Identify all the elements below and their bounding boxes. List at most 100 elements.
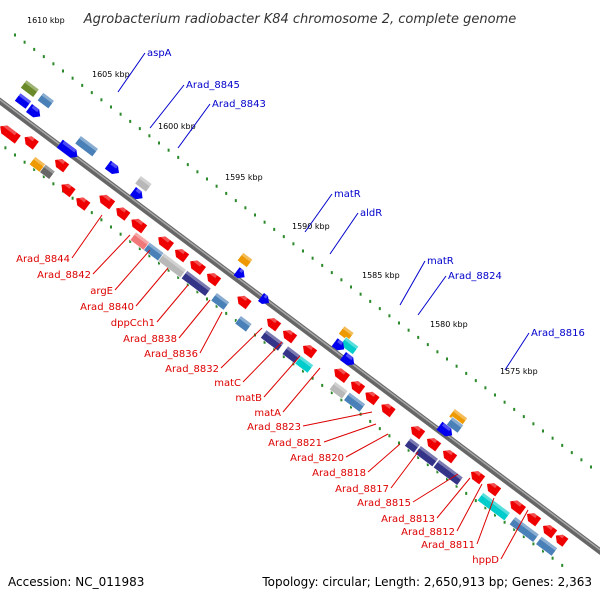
gene-label-matR[interactable]: matR (334, 189, 361, 200)
gene-feature[interactable] (408, 423, 426, 440)
leader-line (92, 234, 131, 275)
gene-feature[interactable] (180, 269, 212, 297)
gene-feature[interactable] (234, 315, 253, 333)
gene-feature[interactable] (440, 447, 458, 464)
gene-label-aspA[interactable]: aspA (147, 48, 172, 59)
gene-label-Arad_8815[interactable]: Arad_8815 (357, 498, 411, 509)
gene-feature[interactable] (348, 378, 366, 395)
gene-feature[interactable] (378, 401, 396, 418)
gene-feature[interactable] (19, 79, 40, 98)
gene-feature[interactable] (436, 421, 455, 440)
gene-feature[interactable] (343, 391, 367, 413)
tick-mark (330, 271, 333, 275)
gene-feature[interactable] (300, 342, 318, 359)
gene-feature[interactable] (0, 122, 21, 144)
gene-feature[interactable] (340, 352, 357, 368)
gene-feature[interactable] (155, 233, 175, 252)
tick-mark (302, 249, 304, 253)
gene-feature[interactable] (22, 133, 39, 150)
gene-feature[interactable] (331, 338, 348, 353)
gene-feature[interactable] (36, 91, 55, 110)
gene-feature[interactable] (96, 192, 116, 210)
gene-label-Arad_8832[interactable]: Arad_8832 (165, 364, 219, 375)
gene-feature[interactable] (540, 522, 558, 539)
gene-label-aldR[interactable]: aldR (360, 208, 382, 219)
gene-feature[interactable] (508, 515, 540, 543)
gene-label-Arad_8821[interactable]: Arad_8821 (268, 438, 322, 449)
gene-feature[interactable] (128, 216, 148, 234)
gene-label-Arad_8836[interactable]: Arad_8836 (144, 349, 198, 360)
gene-feature[interactable] (104, 160, 122, 177)
gene-feature[interactable] (134, 175, 153, 193)
gene-label-Arad_8820[interactable]: Arad_8820 (290, 453, 344, 464)
gene-feature[interactable] (264, 315, 282, 332)
gene-feature[interactable] (484, 480, 502, 497)
tick-mark (417, 455, 420, 459)
gene-label-Arad_8838[interactable]: Arad_8838 (123, 334, 177, 345)
gene-feature[interactable] (280, 327, 298, 344)
gene-feature[interactable] (414, 445, 439, 468)
gene-feature[interactable] (257, 292, 272, 307)
gene-feature[interactable] (524, 510, 542, 527)
gene-feature[interactable] (424, 435, 442, 452)
gene-label-Arad_8818[interactable]: Arad_8818 (312, 468, 366, 479)
gene-feature[interactable] (74, 135, 99, 158)
gene-label-matA[interactable]: matA (254, 408, 281, 419)
gene-label-Arad_8845[interactable]: Arad_8845 (186, 80, 240, 91)
gene-feature[interactable] (58, 181, 76, 198)
gene-feature[interactable] (13, 92, 33, 110)
gene-label-Arad_8844[interactable]: Arad_8844 (16, 254, 70, 265)
gene-feature[interactable] (476, 491, 511, 522)
gene-feature[interactable] (172, 246, 190, 263)
gene-feature[interactable] (204, 270, 222, 287)
gene-feature[interactable] (294, 355, 315, 374)
gene-feature[interactable] (157, 252, 187, 279)
gene-feature[interactable] (507, 497, 526, 516)
gene-feature[interactable] (403, 437, 421, 454)
gene-feature[interactable] (187, 257, 207, 276)
gene-feature[interactable] (553, 532, 569, 547)
gene-label-dppCch1[interactable]: dppCch1 (111, 318, 155, 329)
gene-label-Arad_8843[interactable]: Arad_8843 (212, 99, 266, 110)
gene-feature[interactable] (234, 293, 252, 310)
gene-label-Arad_8812[interactable]: Arad_8812 (401, 527, 455, 538)
gene-label-matR-2[interactable]: matR (427, 256, 454, 267)
gene-feature[interactable] (448, 408, 469, 427)
gene-feature[interactable] (339, 336, 360, 356)
gene-label-argE[interactable]: argE (90, 286, 113, 297)
gene-label-Arad_8824[interactable]: Arad_8824 (448, 271, 502, 282)
gene-label-Arad_8816[interactable]: Arad_8816 (531, 328, 585, 339)
gene-feature[interactable] (445, 416, 465, 434)
gene-feature[interactable] (25, 103, 43, 120)
tick-mark (446, 357, 448, 361)
gene-label-matC[interactable]: matC (214, 378, 241, 389)
gene-feature[interactable] (328, 380, 349, 400)
tick-mark (52, 182, 55, 186)
gene-label-Arad_8842[interactable]: Arad_8842 (37, 270, 91, 281)
gene-feature[interactable] (210, 292, 231, 311)
gene-feature[interactable] (56, 139, 81, 161)
gene-feature[interactable] (362, 389, 380, 406)
gene-feature[interactable] (535, 535, 559, 557)
gene-feature[interactable] (259, 329, 285, 352)
gene-label-Arad_8813[interactable]: Arad_8813 (381, 514, 435, 525)
gene-feature[interactable] (236, 251, 254, 269)
gene-feature[interactable] (233, 267, 248, 281)
gene-feature[interactable] (331, 365, 351, 384)
gene-feature[interactable] (73, 194, 91, 211)
gene-feature[interactable] (113, 204, 131, 221)
gene-arrow-shine (558, 532, 565, 539)
gene-label-Arad_8840[interactable]: Arad_8840 (80, 302, 134, 313)
gene-feature[interactable] (468, 468, 486, 485)
leader-line (263, 355, 301, 398)
leader-line (345, 433, 389, 458)
gene-label-hppD[interactable]: hppD (472, 555, 499, 566)
gene-label-Arad_8811[interactable]: Arad_8811 (421, 540, 475, 551)
gene-feature[interactable] (130, 187, 146, 202)
gene-feature[interactable] (337, 325, 355, 342)
gene-label-matB[interactable]: matB (235, 393, 262, 404)
gene-feature[interactable] (52, 156, 70, 173)
gene-label-Arad_8817[interactable]: Arad_8817 (335, 484, 389, 495)
gene-feature[interactable] (39, 163, 56, 180)
gene-label-Arad_8823[interactable]: Arad_8823 (247, 422, 301, 433)
